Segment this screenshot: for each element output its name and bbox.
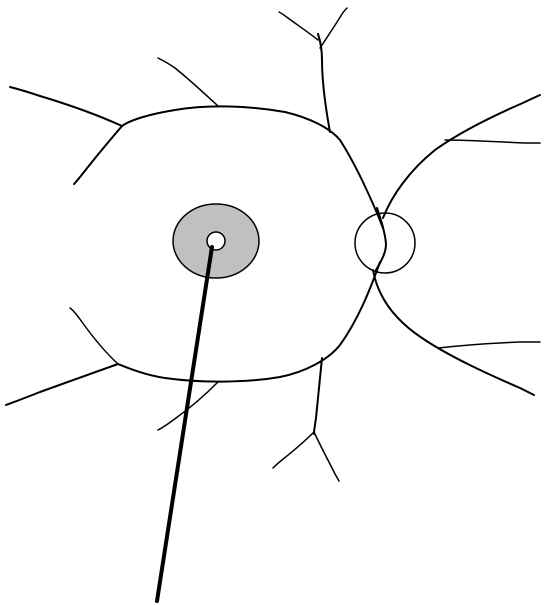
macula (173, 204, 259, 278)
upper-arcade-left-tail (10, 87, 122, 126)
upper-arcade-small-branch (158, 58, 218, 106)
lower-arcade-left-tail (6, 364, 118, 405)
upper-arcade-main (122, 106, 383, 228)
nasal-upper-branch (445, 140, 540, 143)
upper-arcade-vertical-fork-left (279, 12, 318, 40)
fovea (207, 232, 225, 250)
nasal-lower-vessel (373, 270, 534, 395)
nasal-vessels (373, 95, 540, 395)
upper-vascular-arcade (10, 8, 383, 228)
lower-arcade-main (118, 262, 380, 382)
disc-crossing-vessel (376, 208, 386, 270)
lower-arcade-left-up (70, 308, 118, 364)
lower-arcade-vertical-fork-left (273, 432, 314, 468)
lower-arcade-vertical (314, 358, 322, 434)
upper-arcade-left-down (74, 126, 122, 184)
nasal-upper-vessel (383, 95, 540, 218)
pointer-line (157, 247, 212, 601)
upper-arcade-vertical-fork-right (320, 8, 347, 48)
nasal-lower-branch (438, 342, 540, 348)
lower-arcade-vertical-fork-right (314, 432, 339, 481)
